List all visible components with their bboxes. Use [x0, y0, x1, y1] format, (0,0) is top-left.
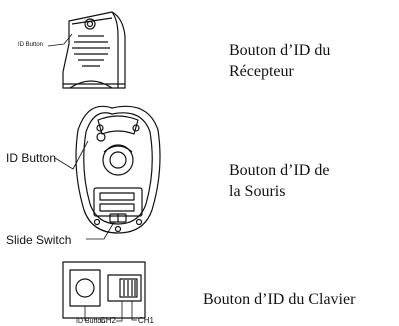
keyboard-id-button[interactable] [75, 278, 95, 298]
mouse-caption-line2: la Souris [229, 183, 286, 200]
mouse-id-callout: ID Button [6, 151, 57, 165]
mouse-caption-line1: Bouton d’ID de [229, 162, 330, 179]
receiver-caption-line1: Bouton d’ID du [229, 42, 331, 59]
keyboard-caption: Bouton d’ID du Clavier [203, 291, 356, 308]
mouse-id-button[interactable] [96, 132, 106, 142]
keyboard-id-callout: ID Button [76, 318, 106, 325]
keyboard-ch1-label: CH1 [138, 316, 155, 325]
mouse-slide-switch-callout: Slide Switch [6, 233, 72, 247]
receiver-id-callout: ID Button [18, 42, 44, 48]
keyboard-channel-switch[interactable] [119, 278, 138, 298]
mouse-illustration [54, 105, 161, 240]
receiver-illustration [47, 11, 126, 89]
keyboard-ch2-label: CH2 [100, 316, 117, 325]
receiver-id-button[interactable] [84, 18, 96, 30]
receiver-caption-line2: Récepteur [229, 63, 294, 80]
keyboard-illustration [62, 261, 146, 322]
